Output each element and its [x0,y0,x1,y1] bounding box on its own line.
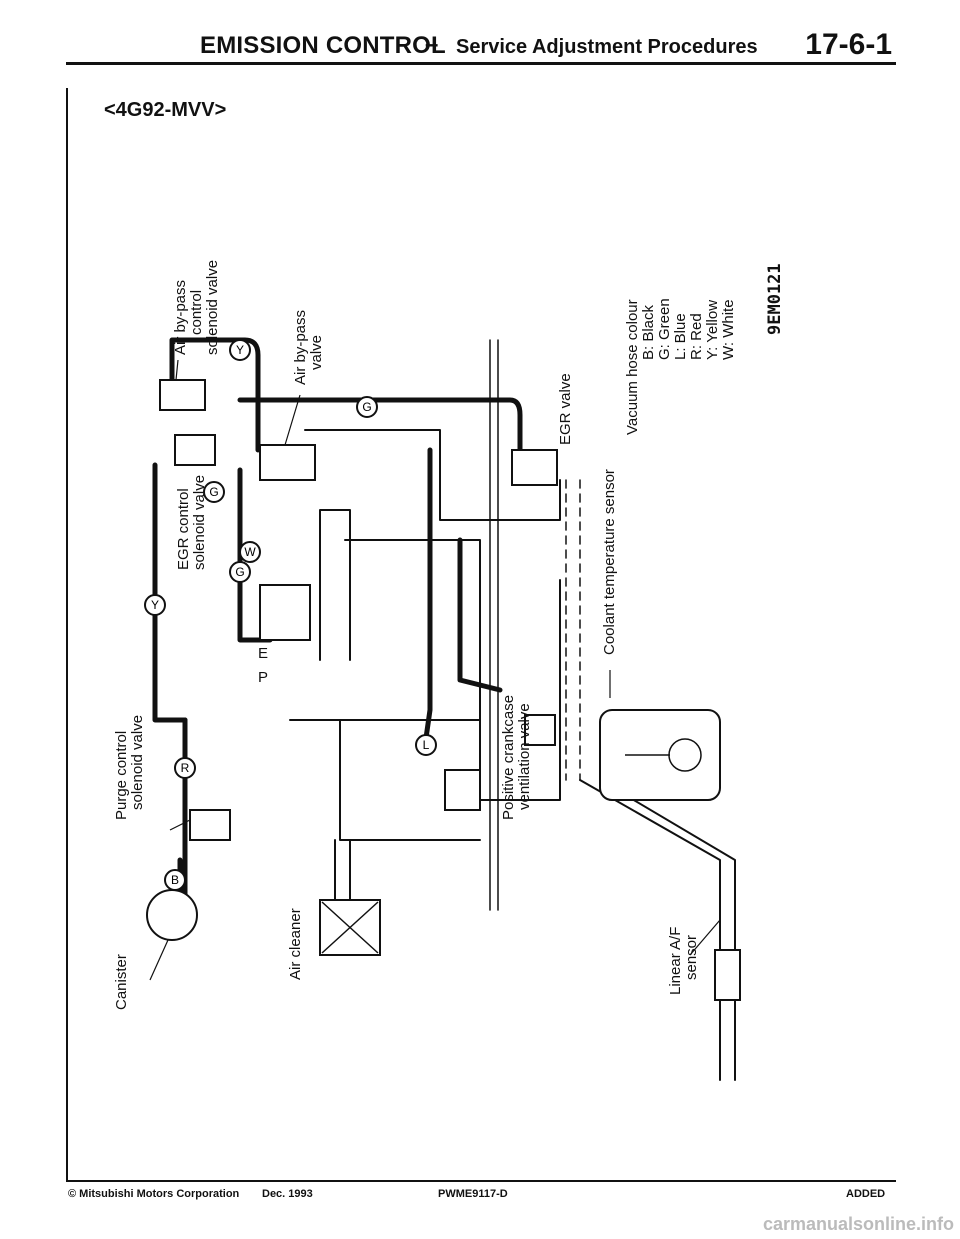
label-air-bypass-control-3: solenoid valve [204,260,221,355]
label-egr-control-2: solenoid valve [191,475,208,570]
marker-y1: Y [229,339,251,361]
hose-green-egr [237,397,523,463]
intake-pipe-1 [319,509,351,661]
marker-g2-text: G [209,485,218,499]
section-subtitle: Service Adjustment Procedures [456,36,758,58]
label-egr-control-1: EGR control [175,488,192,570]
marker-g2: G [203,481,225,503]
label-port-e: E [258,645,268,662]
marker-b-text: B [171,873,179,887]
page-header: EMISSION CONTROL – Service Adjustment Pr… [0,28,960,66]
footer-doc-code: PWME9117-D [438,1188,508,1200]
left-margin-rule [66,88,68,1180]
header-rule [66,62,896,65]
hose-pcv [457,537,503,693]
intake-pipe-2 [304,429,561,521]
marker-r-text: R [181,761,190,775]
label-linear-af-1: Linear A/F [667,927,684,995]
label-air-bypass-control-2: control [188,290,205,335]
footer-date: Dec. 1993 [262,1188,313,1200]
marker-w: W [239,541,261,563]
label-air-cleaner: Air cleaner [287,908,304,980]
section-title: EMISSION CONTROL [200,32,446,59]
exhaust-pipe [579,779,736,1081]
footer-copyright: © Mitsubishi Motors Corporation [68,1188,240,1200]
hose-yellow-air-bypass [169,337,261,453]
label-egr-valve: EGR valve [557,373,574,445]
figure-code: 9EM0121 [765,263,785,335]
catalytic-converter [714,949,741,1001]
throttle-body [444,769,481,811]
intake-pipe-5 [339,719,481,841]
marker-g3: G [229,561,251,583]
leader-lines [149,359,721,981]
marker-g1-text: G [362,400,371,414]
marker-l-text: L [423,738,430,752]
label-purge-control-2: solenoid valve [129,715,146,810]
marker-l: L [415,734,437,756]
page-number: 17-6-1 [805,28,892,61]
label-air-bypass-valve-2: valve [308,335,325,370]
marker-y2-text: Y [151,598,159,612]
pcv-valve [524,714,556,746]
footer-status: ADDED [846,1188,886,1200]
air-cleaner-element-x [321,901,379,954]
marker-y1-text: Y [236,343,244,357]
marker-r: R [174,757,196,779]
label-canister: Canister [113,954,130,1010]
marker-g1: G [356,396,378,418]
canister [146,889,198,941]
legend-item-1: B: Black [640,304,657,360]
legend-item-6: W: White [720,299,737,360]
air-cleaner-duct [334,839,351,901]
hose-blue [422,447,433,748]
marker-g3-text: G [235,565,244,579]
marker-w-text: W [244,545,256,559]
egr-control-solenoid [174,434,216,466]
egr-valve [511,449,558,486]
vacuum-hose-diagram: Y G G W G Y R B L Air by-pass control so… [113,260,785,1081]
footer-rule [66,1180,896,1182]
purge-control-solenoid [189,809,231,841]
legend-item-4: R: Red [688,313,705,360]
legend-item-3: L: Blue [672,313,689,360]
label-port-p: P [258,669,268,686]
legend-item-2: G: Green [656,298,673,360]
label-air-bypass-control-1: Air by-pass [172,280,189,355]
label-purge-control-1: Purge control [113,731,130,820]
label-linear-af-2: sensor [683,935,700,980]
title-dash: – [425,31,439,58]
air-bypass-control-solenoid [159,379,206,411]
label-coolant-sensor: Coolant temperature sensor [601,469,618,655]
mvv-module [259,584,311,641]
legend-item-5: Y: Yellow [704,300,721,360]
label-pcv-1: Positive crankcase [500,695,517,820]
label-pcv-2: ventilation valve [516,703,533,810]
marker-b: B [164,869,186,891]
marker-y2: Y [144,594,166,616]
label-air-bypass-valve-1: Air by-pass [292,310,309,385]
watermark: carmanualsonline.info [762,1214,954,1234]
legend-title: Vacuum hose colour [624,299,641,435]
engine-model-label: <4G92-MVV> [104,99,227,121]
air-bypass-valve [259,444,316,481]
